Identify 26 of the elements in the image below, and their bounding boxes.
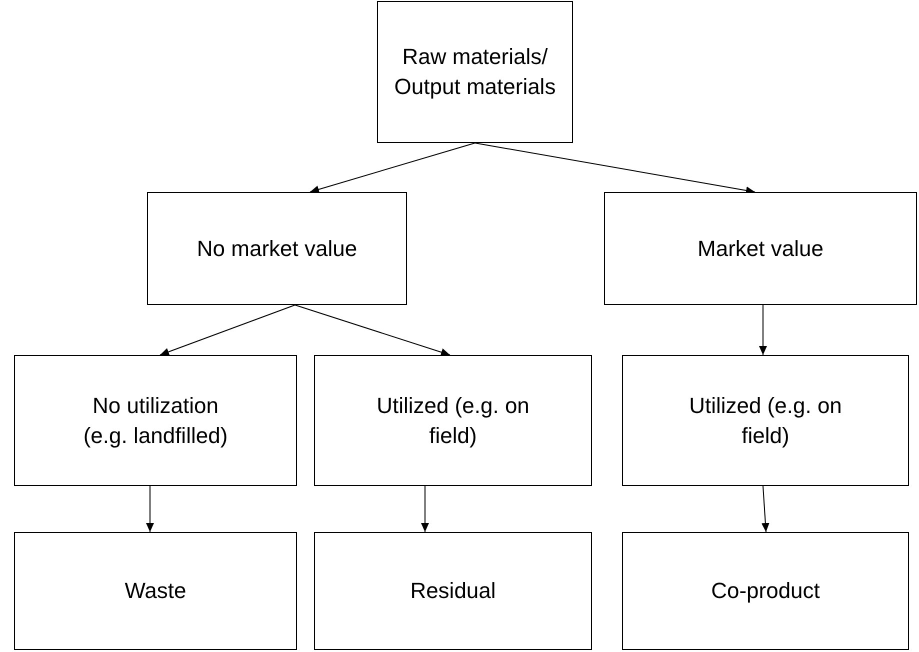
process-box <box>14 355 297 486</box>
process-box <box>377 1 573 143</box>
box-label: Utilized (e.g. on field) <box>688 392 843 450</box>
arrow <box>761 486 770 532</box>
process-box <box>147 192 407 305</box>
box-label: Residual <box>410 577 496 606</box>
process-box <box>604 192 917 305</box>
box-label: Waste <box>124 577 186 606</box>
box-label: Market value <box>698 234 824 263</box>
process-box <box>314 532 592 650</box>
process-box <box>314 355 592 486</box>
process-box <box>622 355 909 486</box>
arrow <box>146 486 154 532</box>
process-box <box>622 532 909 650</box>
arrow <box>310 142 476 194</box>
box-label: Utilized (e.g. on field) <box>376 392 530 450</box>
process-box <box>14 532 297 650</box>
box-label: No market value <box>196 234 358 263</box>
arrow <box>294 304 450 356</box>
box-label: Raw materials/ Output materials <box>393 43 557 101</box>
arrow <box>474 142 756 194</box>
arrow <box>160 304 296 356</box>
arrow <box>421 486 429 532</box>
box-label: Co-product <box>711 577 820 606</box>
box-label: No utilization (e.g. landfilled) <box>82 392 229 450</box>
arrow <box>759 304 767 356</box>
